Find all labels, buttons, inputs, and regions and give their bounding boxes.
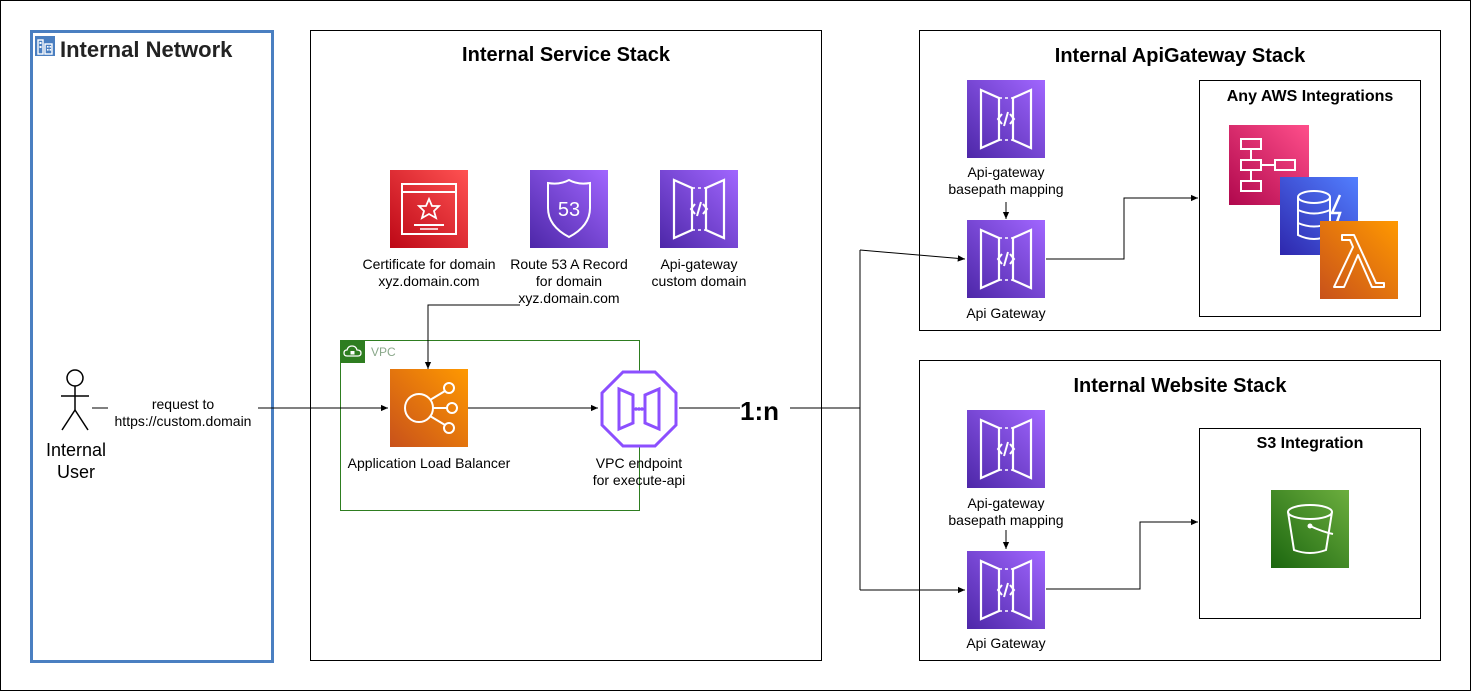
internal-network-boundary: Internal Network: [30, 30, 274, 663]
request-label: request to https://custom.domain: [108, 396, 258, 430]
route53-label: Route 53 A Record for domain xyz.domain.…: [510, 256, 628, 306]
route53-icon: 53: [530, 170, 608, 248]
route53-badge: 53: [558, 199, 580, 221]
vpc-label: VPC: [371, 345, 396, 359]
s3-integration-title: S3 Integration: [1256, 435, 1364, 452]
edge-route53-to-alb: [424, 304, 520, 369]
website-gateway-label: Api Gateway: [966, 635, 1046, 651]
user-icon: [61, 369, 89, 431]
integrations-title: Any AWS Integrations: [1226, 88, 1394, 105]
api-gateway-icon: [967, 410, 1045, 488]
edge-apigw-to-integrations: [1046, 194, 1198, 260]
custom-domain-label: Api-gateway custom domain: [651, 256, 747, 289]
service-stack-title: Internal Service Stack: [462, 44, 670, 66]
edge-split-to-apigw: [859, 249, 966, 262]
api-gateway-icon: [660, 170, 738, 248]
edge-website-gw-to-s3: [1046, 518, 1198, 590]
alb-label: Application Load Balancer: [347, 455, 511, 471]
certificate-icon: [390, 170, 468, 248]
website-stack-title: Internal Website Stack: [1073, 375, 1287, 397]
api-gateway-icon: [967, 551, 1045, 629]
apigw-mapping-label: Api-gateway basepath mapping: [948, 164, 1064, 197]
building-icon: [35, 36, 55, 56]
s3-bucket-icon: [1271, 490, 1349, 568]
user-label: Internal User: [45, 440, 107, 482]
website-mapping-label: Api-gateway basepath mapping: [948, 495, 1064, 528]
lambda-icon: [1320, 221, 1398, 299]
lock-cloud-icon: [341, 341, 365, 363]
internal-service-stack: Internal Service Stack: [310, 30, 822, 661]
api-gateway-icon: [967, 80, 1045, 158]
alb-icon: [390, 369, 468, 447]
api-gateway-icon: [967, 220, 1045, 298]
vpc-endpoint-icon: [600, 370, 678, 448]
vpc-group: VPC: [340, 340, 640, 511]
internal-network-title: Internal Network: [60, 37, 233, 62]
ratio-label: 1:n: [740, 396, 779, 426]
apigw-stack-title: Internal ApiGateway Stack: [1054, 45, 1306, 67]
vpc-endpoint-label: VPC endpoint for execute-api: [592, 455, 686, 488]
apigw-gateway-label: Api Gateway: [966, 305, 1046, 321]
certificate-label: Certificate for domain xyz.domain.com: [362, 256, 496, 289]
